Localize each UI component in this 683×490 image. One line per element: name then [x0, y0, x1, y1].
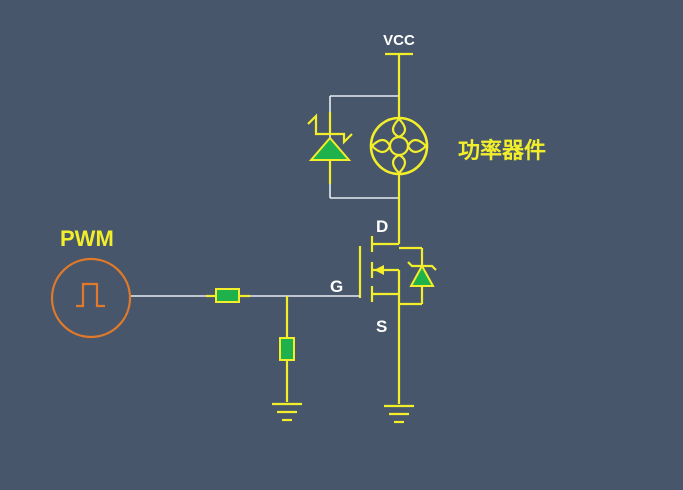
ground-icon	[272, 402, 302, 422]
pulse-source-icon	[50, 257, 132, 339]
zener-diode-icon	[307, 112, 353, 184]
pwm-label: PWM	[60, 226, 114, 251]
vcc-label: VCC	[383, 32, 415, 49]
n-channel-mosfet-icon	[358, 222, 424, 338]
resistor-icon	[206, 288, 250, 303]
drain-label: D	[376, 217, 388, 236]
load-label: 功率器件	[458, 138, 546, 164]
vcc-terminal	[385, 52, 413, 96]
resistor-icon	[279, 296, 295, 402]
power-device-icon	[369, 96, 429, 222]
source-label: S	[376, 317, 387, 336]
ground-icon	[384, 404, 414, 424]
body-diode-icon	[407, 261, 437, 287]
gate-label: G	[330, 277, 343, 296]
